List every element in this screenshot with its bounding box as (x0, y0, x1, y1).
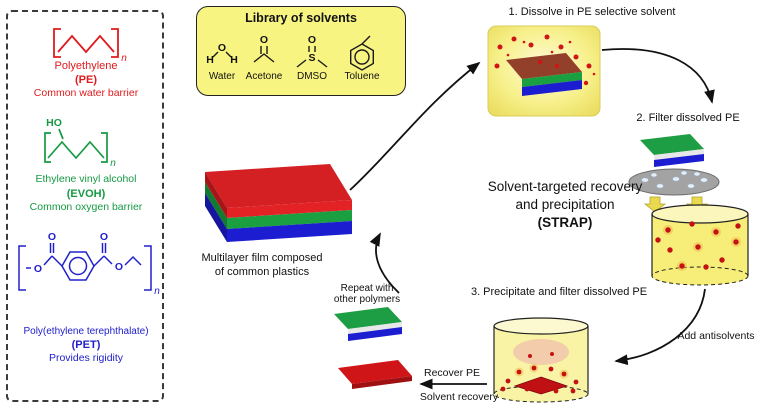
dmso-s-label: S (308, 52, 315, 64)
arrow-filter-to-precipitate (614, 288, 706, 366)
repeat-film (334, 307, 402, 341)
toluene-structure (350, 35, 374, 71)
add-antisolvents-label: Add antisolvents (677, 330, 755, 342)
repeat-label-line1: Repeat with (340, 283, 394, 294)
filter-disc (628, 168, 720, 196)
precipitated-pe (500, 352, 579, 395)
filter-film (640, 134, 704, 167)
dmso-o-label: O (308, 34, 316, 46)
pet-n-subscript: n (154, 286, 160, 297)
pet-o-label-2: O (48, 231, 56, 243)
solvent-label-water: Water (208, 71, 236, 82)
pet-structure: O O O O n (18, 231, 160, 297)
pe-n-subscript: n (121, 53, 127, 64)
arrow-film-to-dissolve (349, 61, 481, 191)
pe-structure: n (53, 28, 127, 64)
recovered-pe-film (338, 360, 412, 389)
pe-name: Polyethylene (54, 60, 118, 72)
evoh-abbr: (EVOH) (66, 188, 106, 200)
evoh-ho-label: HO (46, 117, 62, 129)
filter-droplets (641, 170, 708, 189)
acetone-structure: O (253, 34, 275, 63)
repeat-label-line2: other polymers (333, 294, 401, 305)
solvent-recovery-label: Solvent recovery (419, 391, 499, 403)
dissolved-pe-beaker (651, 204, 749, 286)
evoh-structure: HO n (44, 117, 116, 169)
strap-title-line2: and precipitation (515, 197, 615, 212)
pe-desc: Common water barrier (33, 87, 139, 99)
pet-desc: Provides rigidity (48, 352, 124, 364)
water-structure: H O H (206, 42, 238, 66)
evoh-n-subscript: n (110, 158, 116, 169)
arrow-repeat-to-film (369, 232, 400, 294)
acetone-o-label: O (260, 34, 268, 46)
step1-label: 1. Dissolve in PE selective solvent (508, 6, 676, 18)
polymer-legend-panel (6, 10, 164, 402)
solvent-label-acetone: Acetone (245, 71, 283, 82)
solvent-label-toluene: Toluene (344, 71, 380, 82)
strap-title-line3: (STRAP) (537, 215, 593, 230)
solvent-library-box (196, 6, 406, 96)
pet-name: Poly(ethylene terephthalate) (23, 326, 149, 337)
pet-o-label-3: O (100, 231, 108, 243)
pe-abbr: (PE) (75, 74, 97, 86)
film-caption-line1: Multilayer film composed (201, 252, 323, 264)
dissolved-pe-particles (655, 221, 741, 271)
solvent-label-dmso: DMSO (297, 71, 327, 82)
water-o-label: O (218, 42, 226, 54)
multilayer-film (205, 164, 352, 242)
arrow-dissolve-to-filter (601, 48, 715, 104)
evoh-name: Ethylene vinyl alcohol (35, 173, 137, 185)
recover-pe-label: Recover PE (423, 367, 481, 379)
dissolve-image (487, 25, 601, 117)
pet-o-label-1: O (34, 263, 42, 275)
water-h1-label: H (206, 54, 214, 66)
precipitation-beaker (493, 317, 589, 403)
step3-label: 3. Precipitate and filter dissolved PE (470, 286, 648, 298)
pet-o-label-4: O (115, 261, 123, 273)
evoh-desc: Common oxygen barrier (29, 201, 143, 213)
solvent-library-title: Library of solvents (245, 11, 357, 25)
strap-title-line1: Solvent-targeted recovery (487, 179, 643, 194)
dmso-structure: O S (296, 34, 328, 68)
film-caption-line2: of common plastics (214, 266, 310, 278)
dissolving-pe-particles (494, 34, 596, 86)
pet-abbr: (PET) (71, 339, 101, 351)
water-h2-label: H (230, 54, 238, 66)
step2-label: 2. Filter dissolved PE (636, 112, 740, 124)
